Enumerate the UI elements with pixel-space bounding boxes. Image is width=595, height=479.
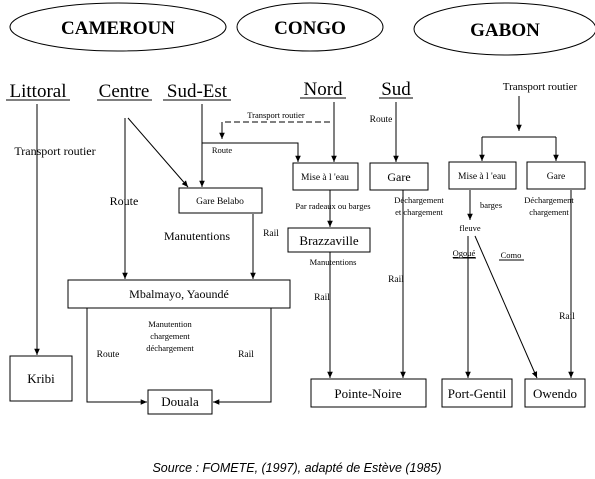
- node-gare-gabon-label: Gare: [547, 172, 565, 182]
- node-gare-congo: [369, 162, 429, 191]
- node-owendo: [524, 378, 586, 408]
- label-rail-sud: Rail: [388, 275, 404, 285]
- arrow-mbalmayo-douala-rail: [213, 308, 272, 405]
- label-barges-gabon: barges: [480, 200, 502, 210]
- country-congo: CONGO: [274, 18, 346, 39]
- label-par-radeaux: Par radeaux ou barges: [295, 201, 370, 211]
- label-fleuve: fleuve: [459, 223, 480, 233]
- node-gare-congo-label: Gare: [387, 170, 410, 184]
- node-brazzaville: [287, 227, 371, 253]
- region-littoral: Littoral: [10, 81, 67, 102]
- node-owendo-label: Owendo: [533, 386, 577, 401]
- arrow-mbalmayo-douala-route: [86, 308, 147, 405]
- node-mbalmayo-yaounde-label: Mbalmayo, Yaoundé: [129, 287, 229, 301]
- label-dechargement-gabon-1: Déchargement: [524, 195, 574, 205]
- label-manutentions-centre: Manutentions: [164, 229, 230, 243]
- arrow-sudest-mise-eau: [202, 142, 301, 162]
- node-mise-eau-congo-label: Mise à l 'eau: [301, 173, 349, 183]
- label-rail-gabon: Rail: [559, 312, 575, 322]
- label-rail-brazzaville: Rail: [314, 293, 330, 303]
- label-como: Como: [501, 250, 522, 260]
- node-mise-eau-gabon: [448, 161, 517, 190]
- label-rail-douala: Rail: [238, 350, 254, 360]
- label-transport-routier-gabon: Transport routier: [503, 81, 578, 93]
- label-dechargement-sud-1: Déchargement: [394, 195, 444, 205]
- node-port-gentil-label: Port-Gentil: [448, 386, 507, 401]
- label-route-sud-est: Route: [212, 145, 233, 155]
- country-ellipse-cameroun: [9, 2, 227, 52]
- country-gabon: GABON: [470, 20, 540, 41]
- label-dechargement-sud-2: et chargement: [395, 207, 443, 217]
- arrow-centre-belabo: [127, 117, 189, 188]
- node-mbalmayo-yaounde: [67, 279, 291, 309]
- label-manutention-2: chargement: [150, 331, 190, 341]
- label-route-douala: Route: [97, 350, 120, 360]
- country-ellipse-congo: [236, 2, 384, 52]
- node-brazzaville-label: Brazzaville: [299, 233, 358, 248]
- node-gare-gabon: [526, 161, 586, 190]
- label-dechargement-gabon-2: chargement: [529, 207, 569, 217]
- region-centre: Centre: [99, 81, 150, 102]
- node-douala-label: Douala: [161, 394, 199, 409]
- country-cameroun: CAMEROUN: [61, 18, 175, 39]
- node-pointe-noire: [310, 378, 427, 408]
- node-gare-belabo-label: Gare Belabo: [196, 197, 244, 207]
- source-caption: Source : FOMETE, (1997), adapté de Estèv…: [152, 461, 441, 475]
- node-mise-eau-gabon-label: Mise à l 'eau: [458, 172, 506, 182]
- node-kribi: [9, 355, 73, 402]
- label-manutentions-congo: Manutentions: [310, 257, 357, 267]
- node-port-gentil: [441, 378, 513, 408]
- region-sud-est: Sud-Est: [167, 81, 228, 102]
- label-transport-routier-cameroun: Transport routier: [14, 144, 95, 158]
- node-gare-belabo: [178, 187, 263, 214]
- label-transport-routier-nord: Transport routier: [247, 110, 305, 120]
- node-kribi-label: Kribi: [27, 371, 55, 386]
- node-mise-eau-congo: [292, 162, 359, 191]
- label-manutention-1: Manutention: [148, 319, 192, 329]
- node-pointe-noire-label: Pointe-Noire: [334, 386, 401, 401]
- label-manutention-3: déchargement: [146, 343, 194, 353]
- region-sud: Sud: [381, 79, 411, 100]
- node-douala: [147, 389, 213, 415]
- label-rail-belabo: Rail: [263, 229, 279, 239]
- label-ogoue: Ogoué: [453, 248, 476, 258]
- label-route-sud: Route: [370, 115, 393, 125]
- country-ellipse-gabon: [413, 2, 595, 56]
- arrow-fleuve-owendo: [474, 235, 538, 379]
- region-nord: Nord: [303, 79, 343, 100]
- label-route-centre: Route: [110, 194, 139, 208]
